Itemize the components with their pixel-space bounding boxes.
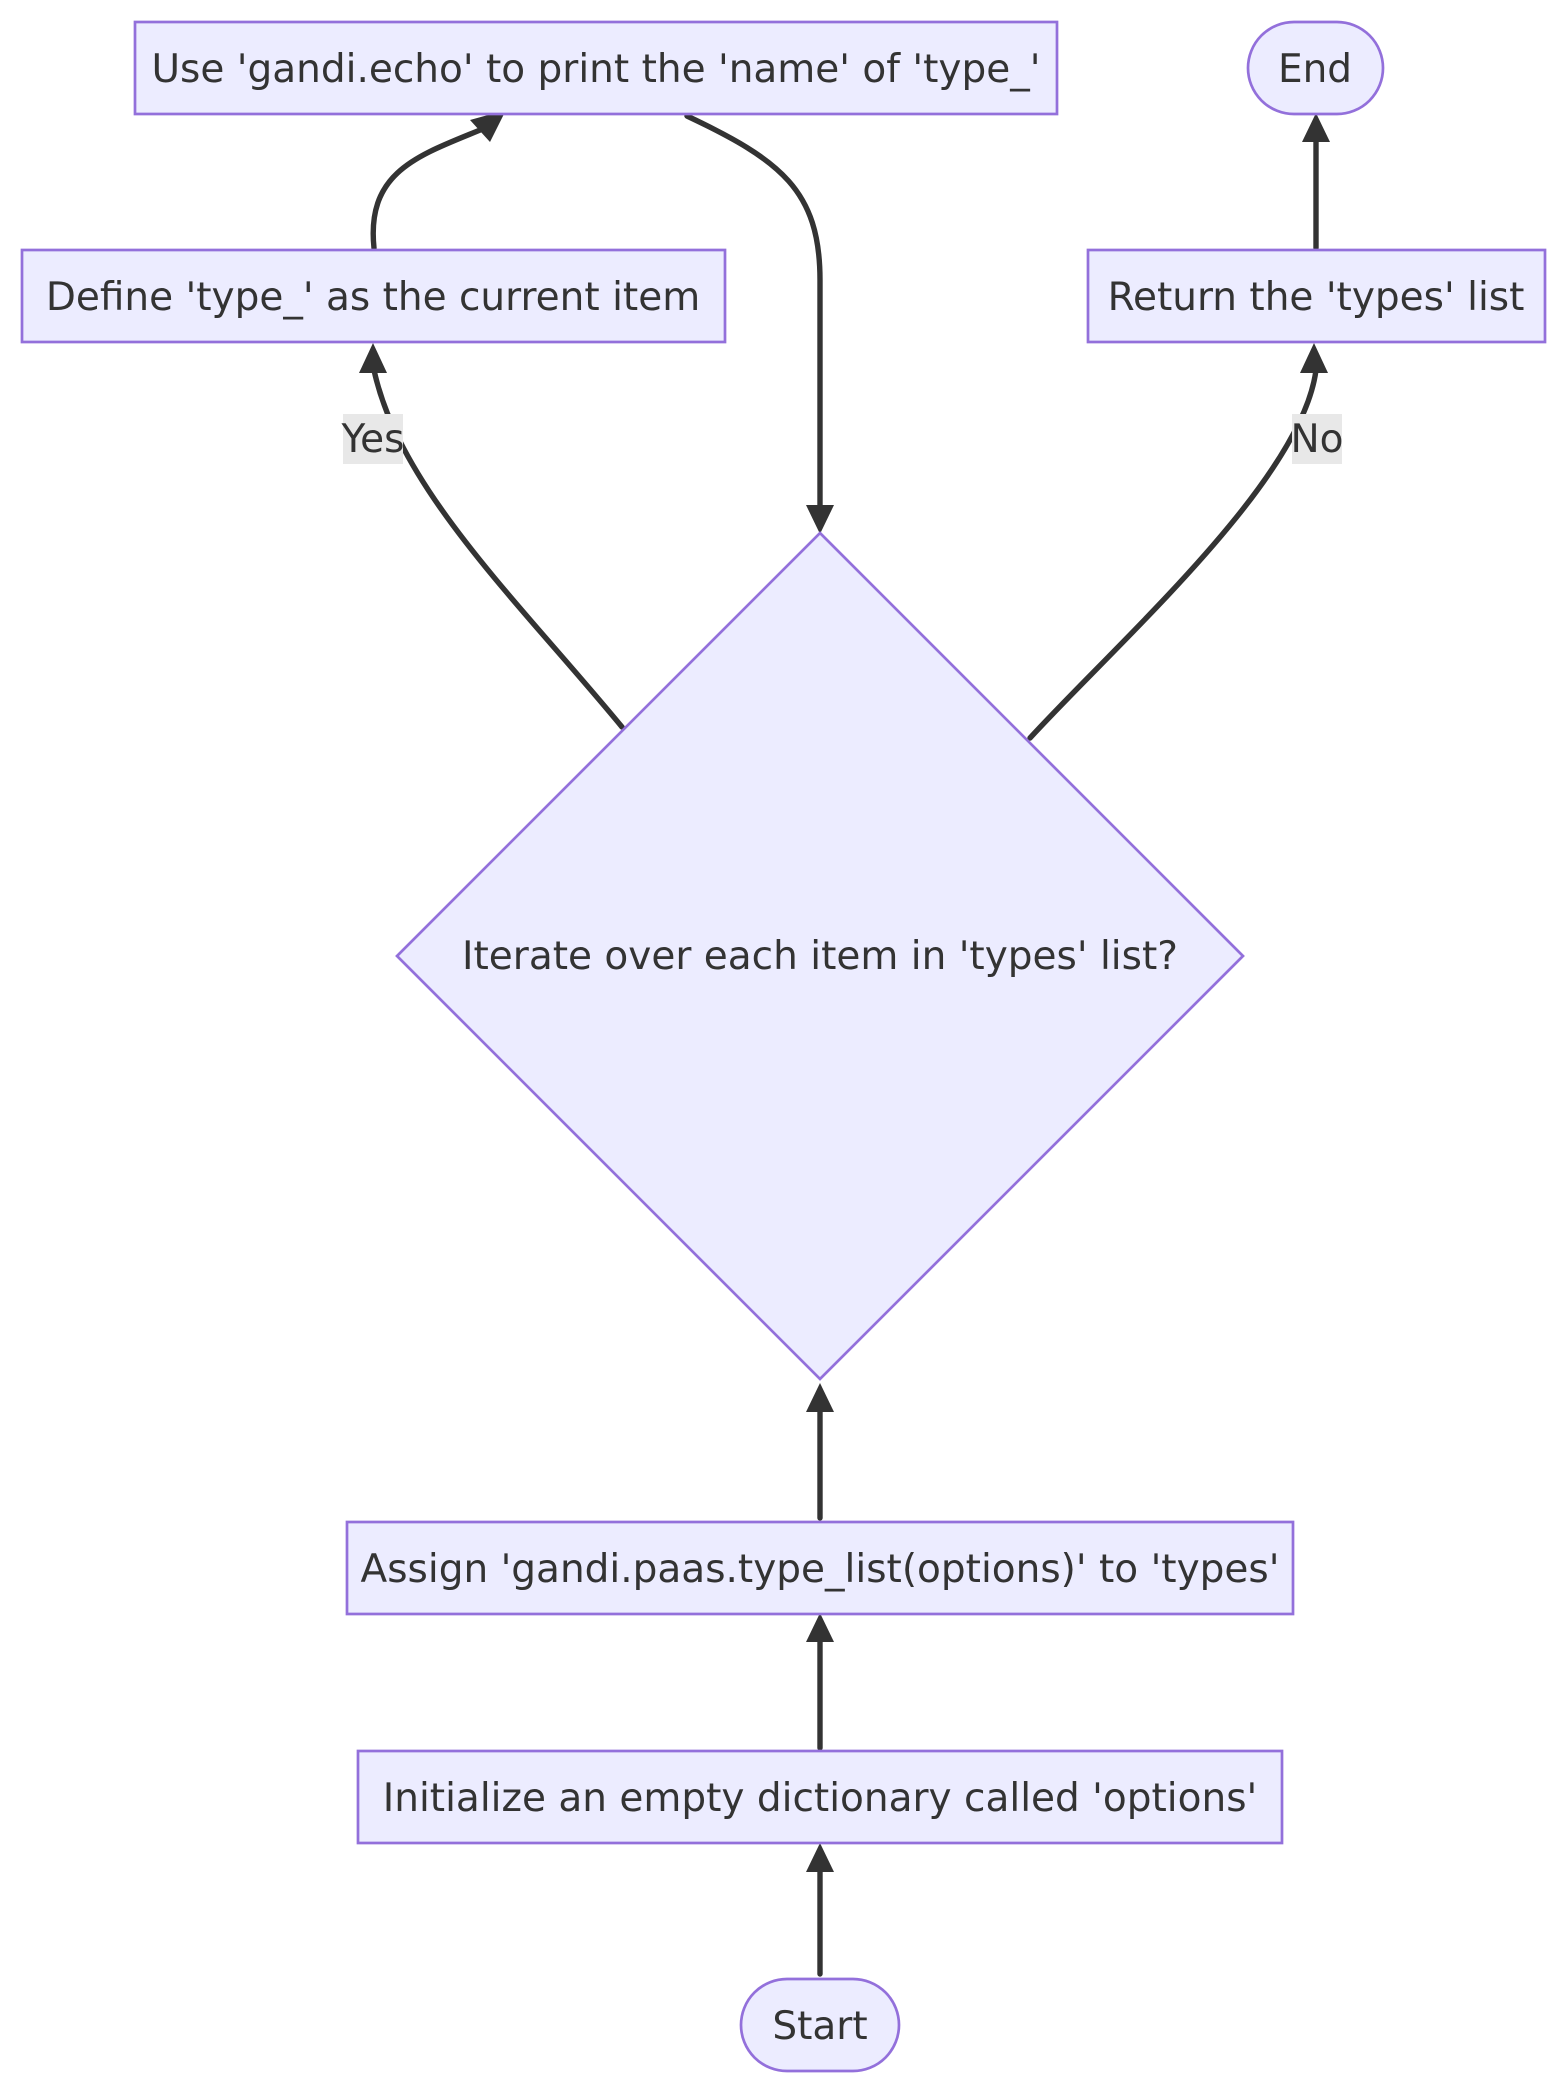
edge-iterate-to-return [1027,343,1328,741]
node-define-type-text: Define 'type_' as the current item [46,275,700,320]
edge-return-to-end [1302,113,1330,251]
node-iterate-decision: Iterate over each item in 'types' list? [395,531,1245,1381]
node-define-type: Define 'type_' as the current item [20,248,727,344]
edge-init-to-assign [806,1613,834,1751]
edge-label-yes-text: Yes [341,417,405,462]
node-iterate-decision-text: Iterate over each item in 'types' list? [462,934,1178,979]
node-print-name: Use 'gandi.echo' to print the 'name' of … [133,20,1059,116]
edge-iterate-to-define [359,343,625,730]
node-assign-types-text: Assign 'gandi.paas.type_list(options)' t… [361,1547,1280,1592]
node-assign-types: Assign 'gandi.paas.type_list(options)' t… [345,1520,1295,1616]
node-return-types: Return the 'types' list [1086,248,1547,344]
edge-start-to-init [806,1843,834,1977]
edge-print-to-iterate [684,113,834,534]
edge-label-no: No [1290,414,1344,464]
edge-define-to-print [370,110,506,251]
node-end-text: End [1278,47,1352,92]
node-print-name-text: Use 'gandi.echo' to print the 'name' of … [152,47,1041,92]
edge-label-yes: Yes [341,414,405,464]
node-init-options: Initialize an empty dictionary called 'o… [356,1749,1284,1845]
node-end: End [1246,20,1385,116]
edge-assign-to-iterate [806,1383,834,1521]
edge-label-no-text: No [1290,417,1343,462]
node-init-options-text: Initialize an empty dictionary called 'o… [383,1776,1258,1821]
node-start-text: Start [772,2004,867,2049]
node-start: Start [739,1977,901,2073]
node-return-types-text: Return the 'types' list [1108,275,1525,320]
